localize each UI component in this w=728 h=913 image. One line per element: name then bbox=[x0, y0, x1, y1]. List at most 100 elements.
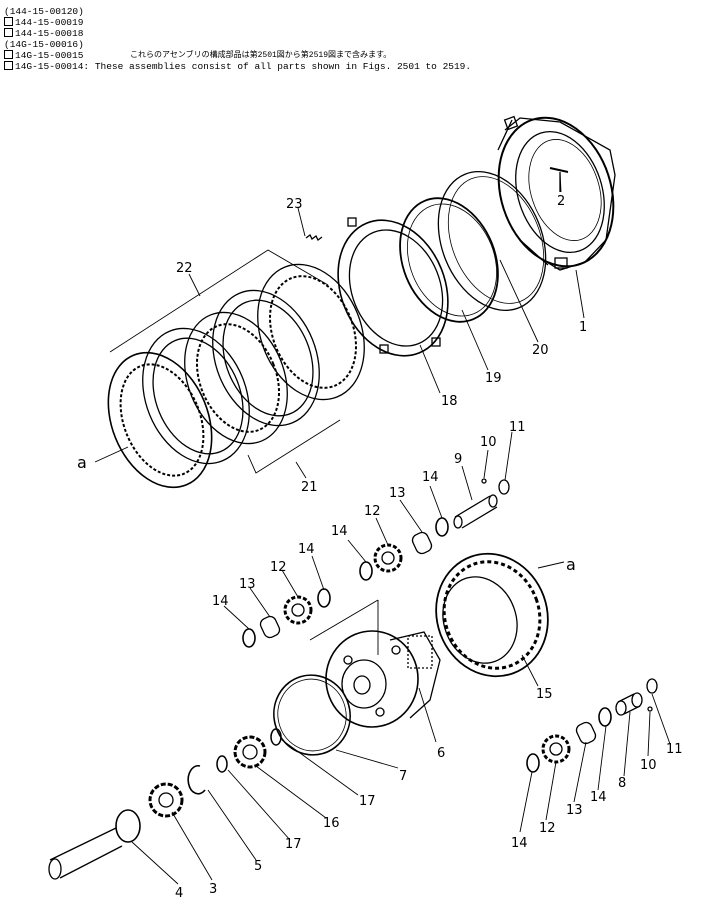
serial-row: (144-15-00120) bbox=[4, 6, 471, 17]
callout-4: 4 bbox=[175, 886, 183, 901]
serial-text: 144-15-00018 bbox=[15, 28, 84, 39]
carrier-part bbox=[325, 630, 441, 728]
gear-part-16 bbox=[233, 735, 267, 769]
callout-13: 13 bbox=[389, 486, 406, 501]
callout-14: 14 bbox=[590, 790, 607, 805]
serial-text: 144-15-00019 bbox=[15, 17, 84, 28]
callout-13: 13 bbox=[566, 803, 583, 818]
callout-12: 12 bbox=[270, 560, 287, 575]
callout-14: 14 bbox=[331, 524, 348, 539]
serial-row: 144-15-00019 bbox=[4, 17, 471, 28]
checkbox-square-icon bbox=[4, 17, 13, 26]
callout-2: 2 bbox=[557, 194, 565, 209]
sun-gear-part bbox=[148, 782, 184, 818]
clutch-disc-part bbox=[257, 263, 365, 401]
o-ring-part bbox=[437, 171, 547, 311]
callout-8: 8 bbox=[618, 776, 626, 791]
ball-part bbox=[481, 478, 487, 484]
o-ring-inner bbox=[407, 203, 497, 317]
callout-labels: 1 2 3 4 5 6 7 8 9 10 11 12 13 14 14 14 1… bbox=[77, 194, 683, 901]
ring-gear-part bbox=[435, 552, 549, 678]
callout-6: 6 bbox=[437, 746, 445, 761]
callout-16: 16 bbox=[323, 816, 340, 831]
callout-14: 14 bbox=[422, 470, 439, 485]
checkbox-square-icon bbox=[4, 50, 13, 59]
note-english: : These assemblies consist of all parts … bbox=[83, 61, 472, 72]
serial-row: 144-15-00018 bbox=[4, 28, 471, 39]
o-ring-part bbox=[399, 197, 499, 323]
callout-14: 14 bbox=[212, 594, 229, 609]
spring-part bbox=[305, 234, 323, 241]
callout-20: 20 bbox=[532, 343, 549, 358]
thrust-washer-part bbox=[598, 707, 612, 727]
serial-text: (144-15-00120) bbox=[4, 6, 84, 17]
thrust-washer-part bbox=[435, 517, 449, 537]
note-japanese: これらのアセンブリの構成部品は第2501図から第2519図まで含みます。 bbox=[130, 51, 392, 60]
callout-23: 23 bbox=[286, 197, 303, 212]
callout-18: 18 bbox=[441, 394, 458, 409]
group-bracket-21 bbox=[247, 419, 341, 474]
callout-21: 21 bbox=[301, 480, 318, 495]
piston-plate-part bbox=[337, 217, 449, 357]
snap-ring-part-5 bbox=[187, 764, 206, 795]
clutch-plate-part bbox=[212, 289, 320, 427]
callout-7: 7 bbox=[399, 769, 407, 784]
callout-9: 9 bbox=[454, 452, 462, 467]
callout-13: 13 bbox=[239, 577, 256, 592]
checkbox-square-icon bbox=[4, 61, 13, 70]
leader-lines bbox=[94, 171, 671, 885]
o-ring-inner bbox=[277, 678, 347, 752]
planet-gear-part bbox=[283, 595, 313, 625]
callout-19: 19 bbox=[485, 371, 502, 386]
callout-3: 3 bbox=[209, 882, 217, 897]
snap-ring-part bbox=[498, 479, 510, 495]
callout-5: 5 bbox=[254, 859, 262, 874]
snap-ring-part bbox=[646, 678, 658, 694]
callout-10: 10 bbox=[480, 435, 497, 450]
needle-bearing-part bbox=[411, 531, 433, 555]
pin-part bbox=[549, 167, 569, 192]
needle-bearing-part bbox=[575, 721, 597, 745]
ball-part bbox=[647, 706, 653, 712]
serial-row: 14G-15-00014: These assemblies consist o… bbox=[4, 61, 471, 72]
thrust-washer-part bbox=[526, 753, 540, 773]
thrust-washer-part bbox=[317, 588, 331, 608]
washer-part-17 bbox=[270, 728, 282, 746]
output-shaft-part bbox=[48, 809, 141, 880]
o-ring-inner bbox=[447, 176, 545, 304]
planet-gear-part bbox=[373, 543, 403, 573]
thrust-washer-part bbox=[242, 628, 256, 648]
shaft-part-9 bbox=[453, 494, 498, 529]
callout-12: 12 bbox=[539, 821, 556, 836]
callout-a: a bbox=[566, 555, 576, 574]
callout-17: 17 bbox=[359, 794, 376, 809]
callout-12: 12 bbox=[364, 504, 381, 519]
clutch-disc-part bbox=[184, 311, 288, 445]
header-notes: (144-15-00120) 144-15-00019 144-15-00018… bbox=[4, 6, 471, 72]
callout-17: 17 bbox=[285, 837, 302, 852]
callout-1: 1 bbox=[579, 320, 587, 335]
housing-part bbox=[497, 115, 616, 271]
callout-14: 14 bbox=[511, 836, 528, 851]
clutch-plate-part bbox=[142, 327, 250, 465]
callout-22: 22 bbox=[176, 261, 193, 276]
serial-text: (14G-15-00016) bbox=[4, 39, 84, 50]
serial-row: (14G-15-00016) bbox=[4, 39, 471, 50]
washer-part-17 bbox=[216, 755, 228, 773]
shaft-part-8 bbox=[615, 692, 643, 716]
o-ring-part-7 bbox=[273, 674, 351, 756]
callout-a: a bbox=[77, 453, 87, 472]
callout-10: 10 bbox=[640, 758, 657, 773]
thrust-washer-part bbox=[359, 561, 373, 581]
needle-bearing-part bbox=[259, 615, 281, 639]
serial-text: 14G-15-00014 bbox=[15, 61, 84, 72]
callout-11: 11 bbox=[666, 742, 683, 757]
serial-text: 14G-15-00015 bbox=[15, 50, 84, 61]
checkbox-square-icon bbox=[4, 28, 13, 37]
callout-11: 11 bbox=[509, 420, 526, 435]
callout-14: 14 bbox=[298, 542, 315, 557]
clutch-disc-part bbox=[107, 351, 213, 489]
callout-15: 15 bbox=[536, 687, 553, 702]
planet-gear-part bbox=[541, 734, 571, 764]
